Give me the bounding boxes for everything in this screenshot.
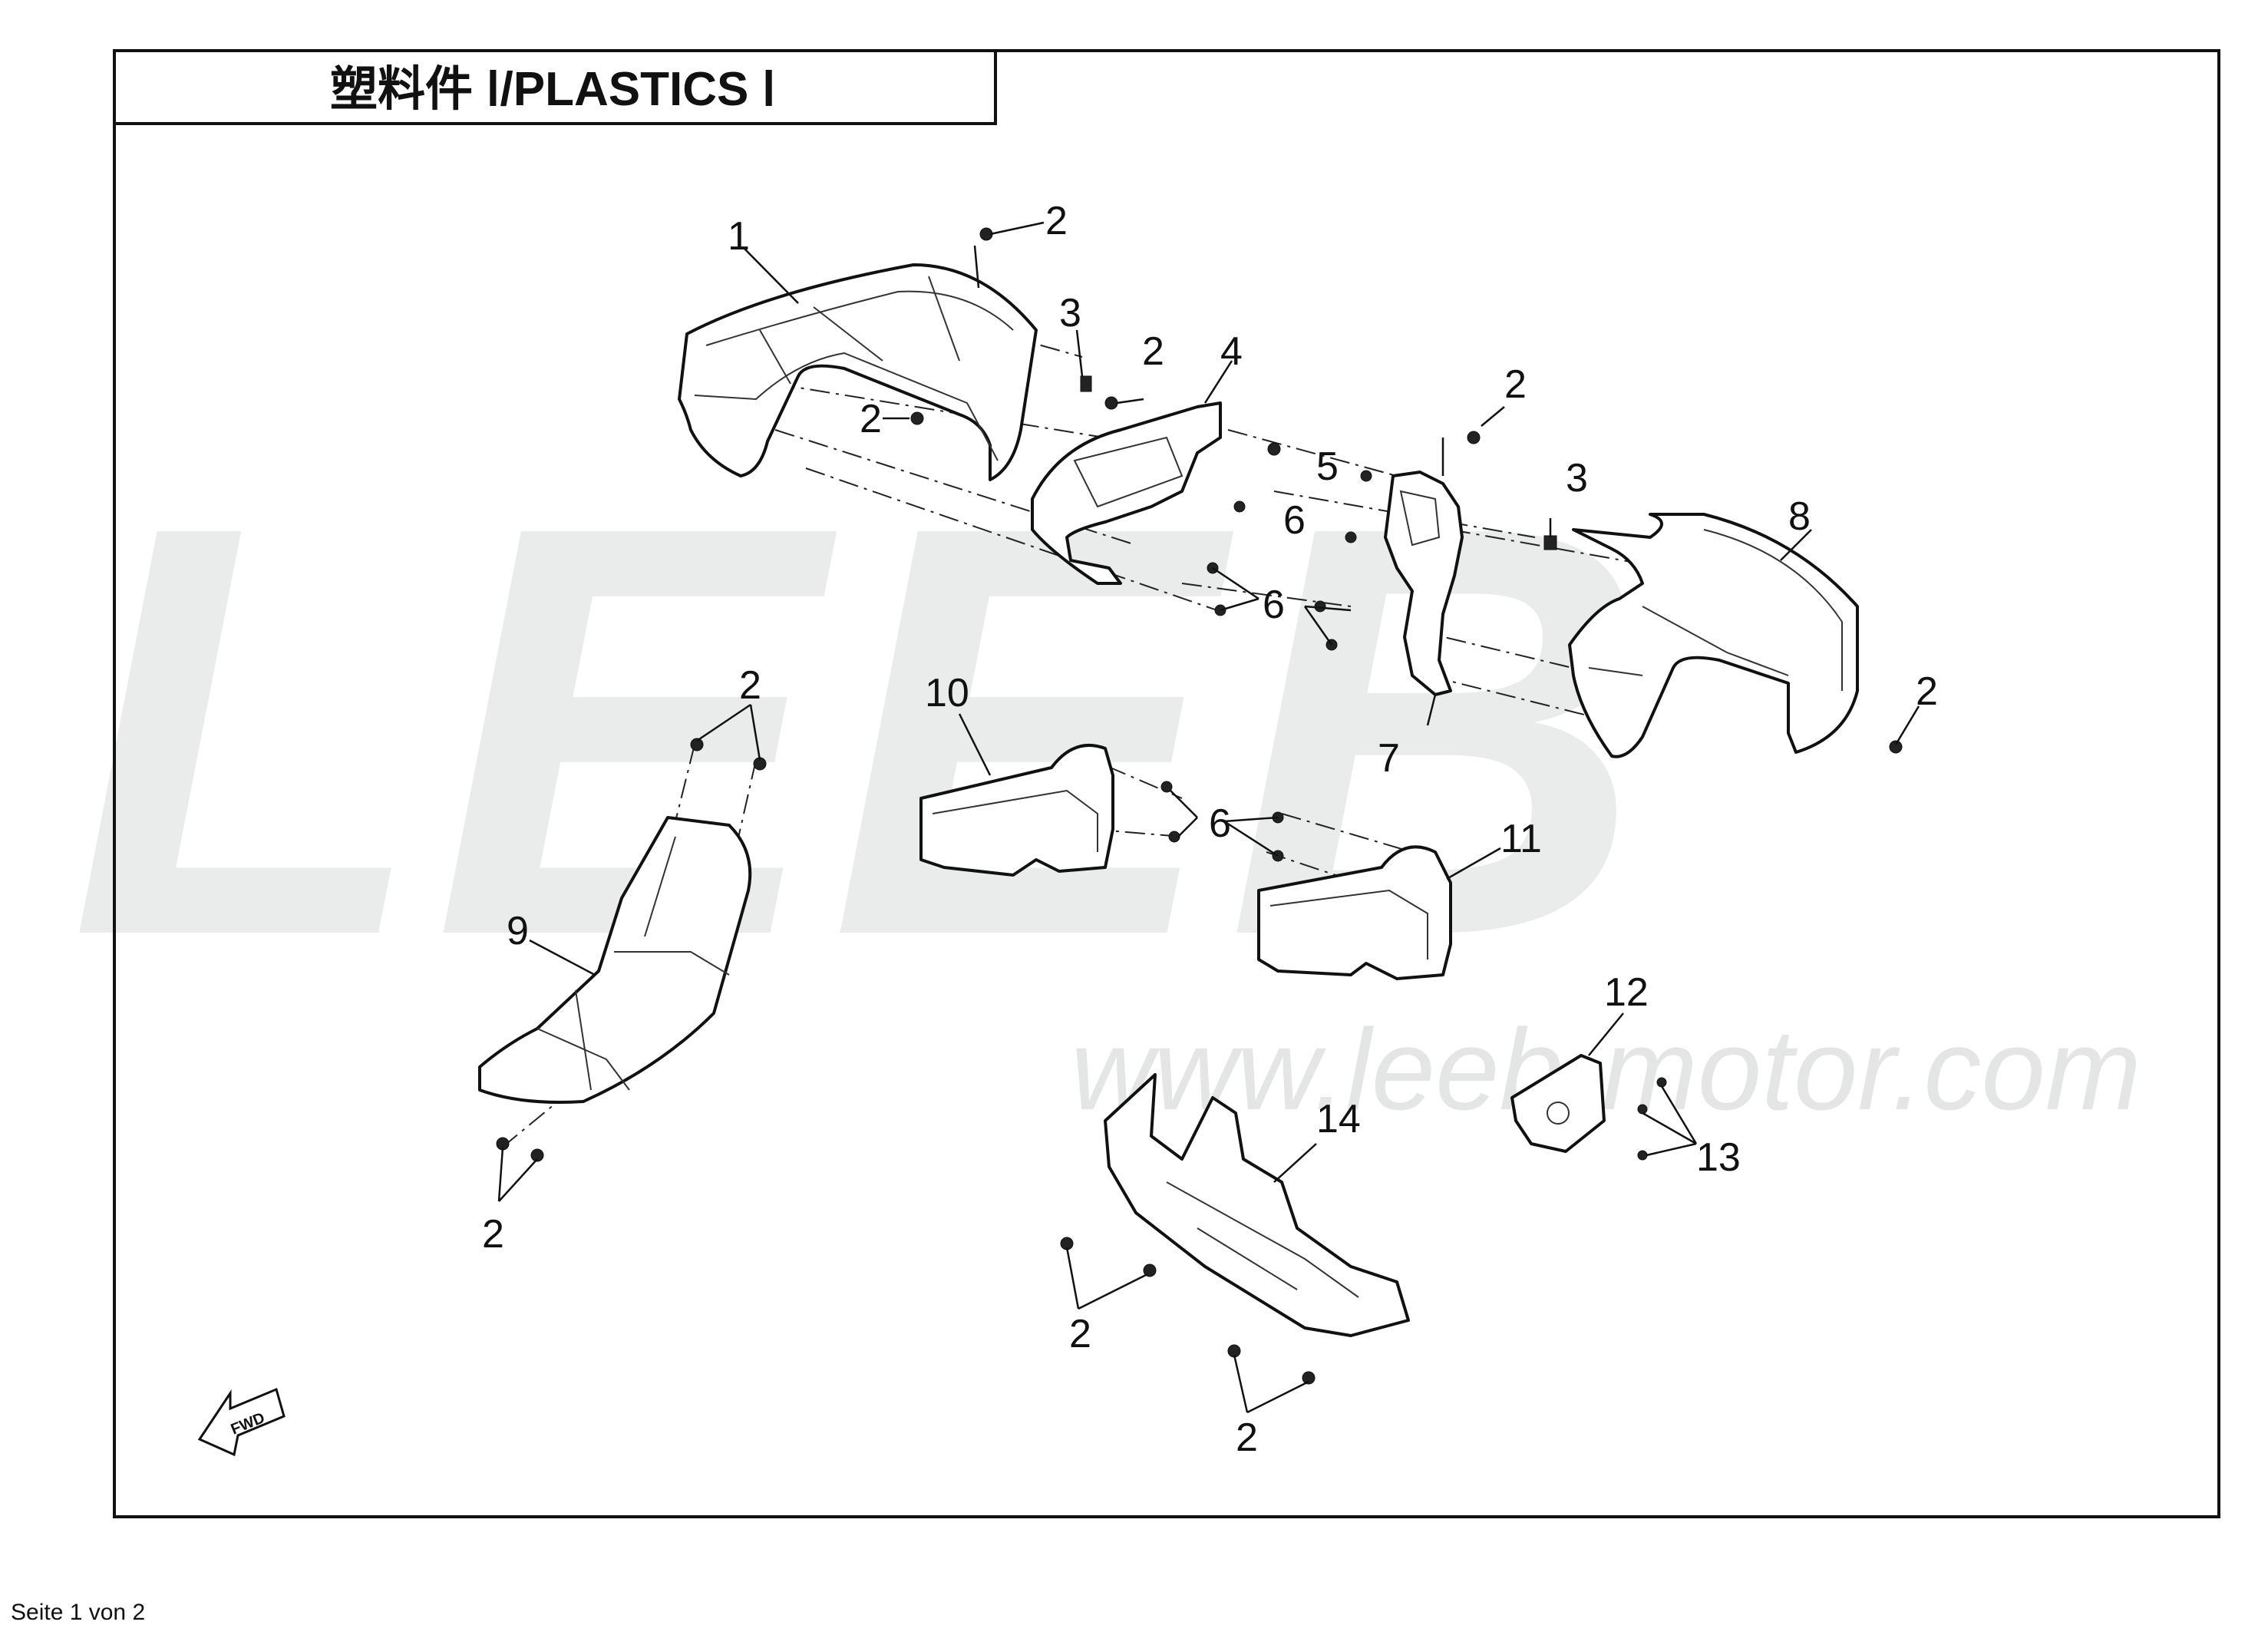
- callout-9: 9: [507, 909, 529, 953]
- part-14-lower-guard: [1104, 1073, 1410, 1337]
- callout-6: 6: [1209, 801, 1231, 846]
- part-3-clip-b: [1543, 535, 1557, 550]
- page-footer: Seite 1 von 2: [11, 1600, 146, 1625]
- part-7-side-bracket: [1384, 471, 1464, 696]
- callout-3: 3: [1059, 291, 1081, 335]
- callout-1: 1: [728, 214, 750, 259]
- leader-lines: [497, 221, 1920, 1414]
- fasteners: [496, 227, 1903, 1385]
- callouts: 1 2 3 2 4 2 5 2 3 8 6 6 7 2 2 10 6 11 9 …: [482, 199, 1938, 1460]
- drawing-frame: [113, 49, 2220, 1518]
- callout-5: 5: [1316, 444, 1339, 489]
- callout-2: 2: [1045, 199, 1068, 243]
- part-8-rear-fender: [1568, 513, 1859, 758]
- callout-2: 2: [1142, 329, 1164, 374]
- part-10-side-duct: [919, 743, 1114, 877]
- callout-2: 2: [482, 1212, 504, 1257]
- callout-2: 2: [1504, 362, 1527, 407]
- callout-2: 2: [1916, 669, 1938, 714]
- watermark: LEEB www.leeb-motor.com: [69, 405, 2141, 1134]
- callout-2: 2: [1069, 1312, 1091, 1356]
- part-4-bracket-cover: [1031, 401, 1222, 585]
- callout-2: 2: [860, 397, 882, 441]
- page-title: 塑料件 Ⅰ/PLASTICS Ⅰ: [330, 63, 776, 116]
- part-3-clip-a: [1080, 375, 1092, 392]
- part-11-side-duct: [1257, 845, 1452, 980]
- callout-4: 4: [1220, 329, 1243, 374]
- part-1-front-fender: [678, 263, 1038, 481]
- callout-11: 11: [1500, 817, 1542, 861]
- fwd-arrow-icon: FWD: [197, 1387, 286, 1457]
- part-9-floor-panel: [478, 816, 752, 1104]
- callout-14: 14: [1316, 1097, 1361, 1141]
- callout-3: 3: [1566, 456, 1588, 500]
- callout-7: 7: [1378, 736, 1400, 781]
- callout-2: 2: [1236, 1415, 1258, 1460]
- callout-6: 6: [1283, 498, 1306, 543]
- callout-13: 13: [1696, 1135, 1741, 1180]
- watermark-url: www.leeb-motor.com: [1071, 1005, 2141, 1134]
- part-12-mount-plate: [1510, 1054, 1606, 1153]
- callout-6: 6: [1263, 583, 1285, 627]
- callout-2: 2: [739, 663, 761, 708]
- title-box: [113, 49, 997, 125]
- callout-12: 12: [1604, 970, 1649, 1015]
- callout-10: 10: [925, 671, 969, 715]
- callout-8: 8: [1788, 494, 1811, 539]
